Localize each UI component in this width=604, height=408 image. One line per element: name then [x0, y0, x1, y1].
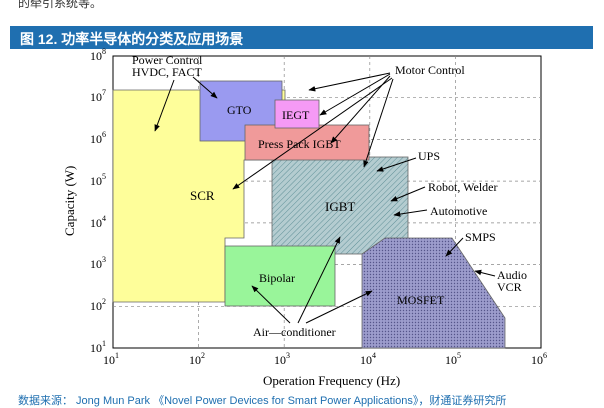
- y-tick-4-base: 10: [90, 216, 102, 230]
- x-tick-3-exp: 3: [286, 351, 290, 360]
- x-tick-5-exp: 5: [457, 351, 461, 360]
- y-tick-8-exp: 8: [102, 47, 106, 56]
- y-tick-labels: 101 102 103 104 105 106 107 108: [90, 47, 106, 355]
- y-tick-1-base: 10: [90, 341, 102, 355]
- label-air-conditioner: Air—conditioner: [253, 325, 336, 339]
- y-tick-8-base: 10: [90, 49, 102, 63]
- label-vcr: VCR: [497, 280, 522, 294]
- svg-text:104: 104: [90, 214, 106, 230]
- svg-text:102: 102: [90, 297, 106, 313]
- x-tick-4-base: 10: [360, 353, 372, 367]
- label-smps: SMPS: [465, 230, 496, 244]
- x-tick-4-exp: 4: [372, 351, 376, 360]
- svg-text:101: 101: [103, 351, 119, 367]
- svg-text:108: 108: [90, 47, 106, 63]
- svg-text:105: 105: [445, 351, 461, 367]
- svg-text:105: 105: [90, 172, 106, 188]
- svg-text:102: 102: [189, 351, 205, 367]
- svg-text:103: 103: [90, 255, 106, 271]
- y-tick-5-exp: 5: [102, 172, 106, 181]
- label-bipolar: Bipolar: [259, 271, 295, 285]
- pointer-arrows: [154, 72, 496, 324]
- label-audio: Audio: [497, 268, 527, 282]
- bipolar-region: [224, 245, 336, 307]
- figure-title-bar: 图 12. 功率半导体的分类及应用场景: [10, 26, 593, 49]
- label-automotive: Automotive: [430, 204, 487, 218]
- figure-title: 图 12. 功率半导体的分类及应用场景: [20, 31, 244, 47]
- label-scr: SCR: [190, 188, 215, 203]
- svg-text:103: 103: [274, 351, 290, 367]
- label-robot-welder: Robot, Welder: [428, 180, 497, 194]
- y-tick-6-exp: 6: [102, 130, 106, 139]
- iegt-region: [274, 99, 320, 129]
- x-tick-6-base: 10: [531, 353, 543, 367]
- svg-text:106: 106: [531, 351, 547, 367]
- y-axis-title: Capacity (W): [62, 166, 77, 236]
- label-ups: UPS: [418, 149, 440, 163]
- x-tick-6-exp: 6: [543, 351, 547, 360]
- source-text-fragment: 数据来源： Jong Mun Park 《Novel Power Devices…: [18, 395, 507, 407]
- y-tick-7-base: 10: [90, 90, 102, 104]
- x-tick-5-base: 10: [445, 353, 457, 367]
- svg-text:101: 101: [90, 339, 106, 355]
- x-axis-title: Operation Frequency (Hz): [263, 373, 400, 388]
- label-gto: GTO: [227, 103, 252, 117]
- label-mosfet: MOSFET: [397, 293, 445, 307]
- x-tick-labels: 101 102 103 104 105 106: [103, 351, 547, 367]
- x-tick-1-exp: 1: [115, 351, 119, 360]
- y-tick-6-base: 10: [90, 132, 102, 146]
- x-tick-2-exp: 2: [201, 351, 205, 360]
- x-tick-2-base: 10: [189, 353, 201, 367]
- y-tick-2-base: 10: [90, 299, 102, 313]
- y-tick-3-base: 10: [90, 257, 102, 271]
- label-power-control: Power Control: [132, 53, 203, 67]
- label-motor-control: Motor Control: [395, 63, 465, 77]
- top-text-fragment: 的牵引系统等。: [18, 0, 103, 10]
- y-tick-7-exp: 7: [102, 88, 106, 97]
- label-igbt: IGBT: [325, 199, 355, 214]
- svg-text:104: 104: [360, 351, 376, 367]
- y-tick-5-base: 10: [90, 174, 102, 188]
- mosfet-region: [361, 237, 506, 349]
- y-tick-1-exp: 1: [102, 339, 106, 348]
- svg-text:106: 106: [90, 130, 106, 146]
- press-pack-igbt-region: [244, 124, 370, 161]
- label-hvdc-fact: HVDC, FACT: [132, 65, 202, 79]
- svg-text:107: 107: [90, 88, 106, 104]
- label-press-pack-igbt: Press Pack IGBT: [258, 137, 341, 151]
- y-tick-2-exp: 2: [102, 297, 106, 306]
- y-tick-4-exp: 4: [102, 214, 106, 223]
- x-tick-1-base: 10: [103, 353, 115, 367]
- y-tick-3-exp: 3: [102, 255, 106, 264]
- label-iegt: IEGT: [282, 108, 310, 122]
- x-tick-3-base: 10: [274, 353, 286, 367]
